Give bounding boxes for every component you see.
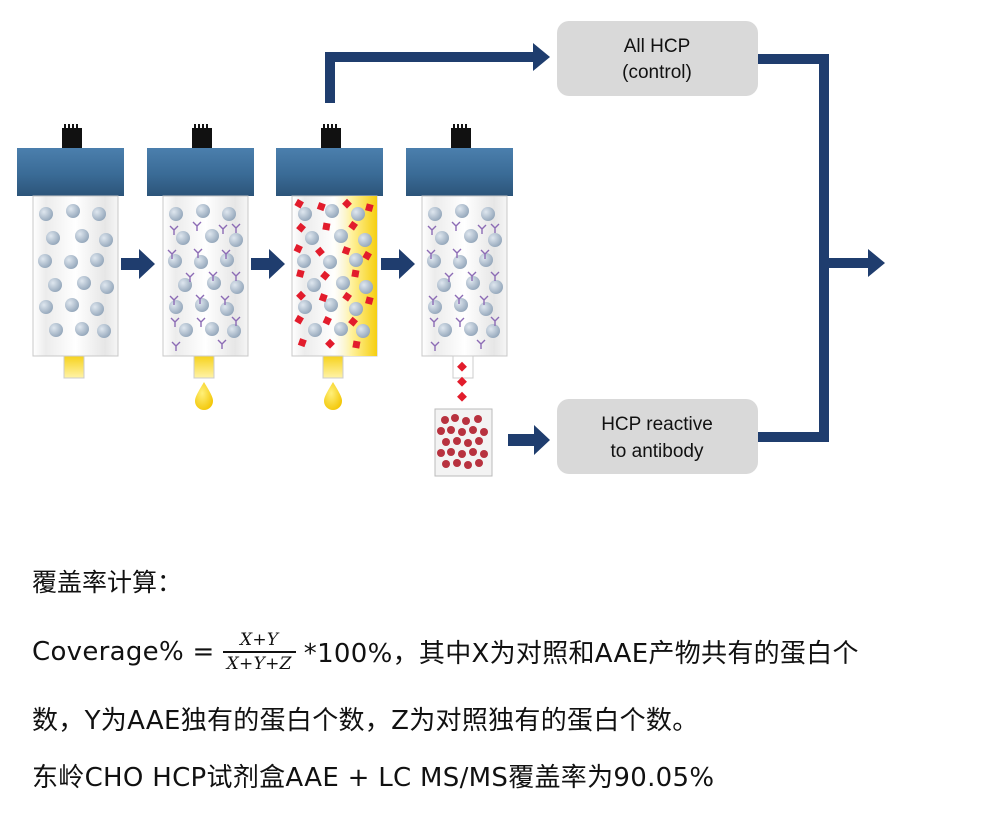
box-control-label-1: All HCP — [624, 36, 691, 57]
eluate-drop-2 — [324, 382, 342, 410]
eluted-hcp-drops — [457, 361, 467, 402]
box-hcp-reactive: HCP reactive to antibody — [557, 399, 758, 474]
flow-arrow-tube — [508, 425, 550, 455]
merge-connector — [758, 54, 829, 442]
flow-arrow-control — [325, 43, 550, 103]
flow-arrow-3 — [381, 249, 415, 279]
collection-tube — [434, 408, 493, 477]
eluate-drop-1 — [195, 382, 213, 410]
box-reactive-label-1: HCP reactive — [601, 414, 713, 435]
box-control-label-2: (control) — [622, 62, 692, 83]
formula-lhs: Coverage% = — [32, 636, 215, 667]
flow-arrow-1 — [121, 249, 155, 279]
output-arrow — [824, 249, 885, 277]
column-3-hcp-binding — [276, 124, 383, 410]
box-all-hcp-control: All HCP (control) — [557, 21, 758, 96]
formula-rest: *100%，其中X为对照和AAE产物共有的蛋白个 — [303, 639, 859, 670]
formula-denominator: X+Y+Z — [226, 653, 292, 674]
coverage-formula-line: Coverage% = X+Y X+Y+Z *100%，其中X为对照和AAE产物… — [32, 630, 859, 674]
formula-definition-line: 数，Y为AAE独有的蛋白个数，Z为对照独有的蛋白个数。 — [32, 706, 699, 736]
column-2-antibody-beads — [147, 124, 254, 410]
coverage-heading: 覆盖率计算： — [32, 568, 183, 597]
column-4-elution — [406, 124, 513, 402]
aae-workflow-diagram: All HCP (control) HCP reactive to antibo… — [17, 21, 885, 477]
formula-numerator: X+Y — [239, 630, 279, 650]
box-reactive-label-2: to antibody — [611, 441, 704, 462]
column-1-beads — [17, 124, 124, 379]
flow-arrow-2 — [251, 249, 285, 279]
coverage-result-line: 东岭CHO HCP试剂盒AAE + LC MS/MS覆盖率为90.05% — [32, 763, 715, 793]
fraction-bar — [222, 651, 296, 653]
bead-cluster — [38, 204, 114, 338]
formula-fraction: X+Y X+Y+Z — [222, 630, 296, 674]
